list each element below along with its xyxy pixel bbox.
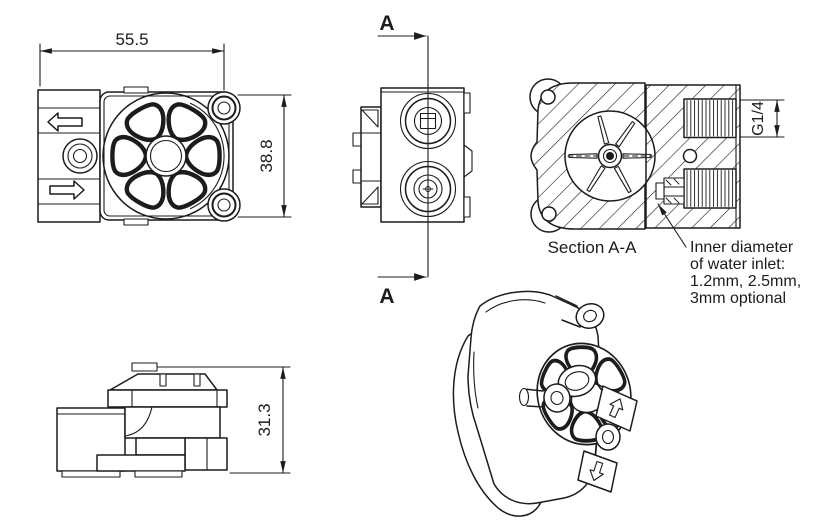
bottom-notch [123,218,149,226]
side-port [62,138,98,174]
upper-band [107,389,228,408]
screw-boss-top [207,91,241,125]
impeller [567,115,653,194]
mid-boss-hole [550,390,564,406]
section-caption: Section A-A [548,238,637,257]
turbine-housing [102,92,230,220]
dim-height-label: 38.8 [257,139,276,172]
thread-dimension: G1/4 [739,99,785,138]
axle-dot [606,152,614,160]
section-label-top: A [379,12,394,35]
inlet-nozzle [655,177,685,205]
mount-tab-upper [595,385,638,432]
ear-hole-top [540,89,556,105]
top-boss-hole [583,309,597,323]
lower-right-block [184,437,228,471]
inlet-annotation: Inner diameter of water inlet: 1.2mm, 2.… [690,239,801,307]
leader-line [657,203,687,248]
right-tab-top [463,92,471,114]
front-view: 55.5 38.8 [37,30,292,226]
profile-view: 31.3 [56,362,291,478]
section-line: A A [377,12,429,308]
flow-arrow-left-icon [47,112,83,132]
section-label-bottom: A [379,285,394,308]
thread-lines-top [686,100,734,137]
base-plate [96,454,186,472]
section-view: G1/4 Section A-A Inner diameter of water… [529,78,801,307]
end-view: A A [352,12,473,308]
front-plate [467,290,602,505]
left-attachment-details [360,109,382,205]
annotation-line-3: 1.2mm, 2.5mm, [690,273,801,290]
lower-mid-step [135,437,186,456]
top-notch [123,86,149,94]
wheel-hub-bore [149,139,183,173]
annotation-line-4: 3mm optional [690,290,786,307]
annotation-line-1: Inner diameter [690,239,794,256]
housing-hatch-region [531,83,655,229]
connector-lip [61,470,121,478]
base-tab [134,470,183,478]
inlet-block-ribs [37,107,101,205]
dim-width: 55.5 [39,30,225,91]
mid-hole [682,148,698,164]
turbine-wheel [112,100,219,212]
top-tab [131,362,158,372]
thread-lines-bottom [686,170,734,207]
isometric-view [452,290,638,517]
annotation-line-2: of water inlet: [690,256,785,273]
mid-boss-cylinder [523,388,545,408]
flow-arrow-right-icon [49,180,85,200]
mount-tab-lower [577,450,618,493]
ear-hole-bottom [541,206,557,222]
dim-depth-extension-lines [157,366,291,474]
dim-width-label: 55.5 [115,30,148,49]
right-chamfer [463,144,473,178]
dim-height: 38.8 [237,94,292,218]
mid-body [124,406,221,439]
right-tab-bottom [463,196,471,218]
fillet-curve [124,406,153,437]
tab-boss-hole [601,429,615,445]
dim-depth: 31.3 [157,366,291,474]
housing-inner-arc [189,102,225,210]
top-boss-cylinder [555,295,581,328]
screw-boss-bottom [207,188,241,222]
thread-dim-label: G1/4 [750,101,767,136]
dim-depth-label: 31.3 [255,403,274,436]
